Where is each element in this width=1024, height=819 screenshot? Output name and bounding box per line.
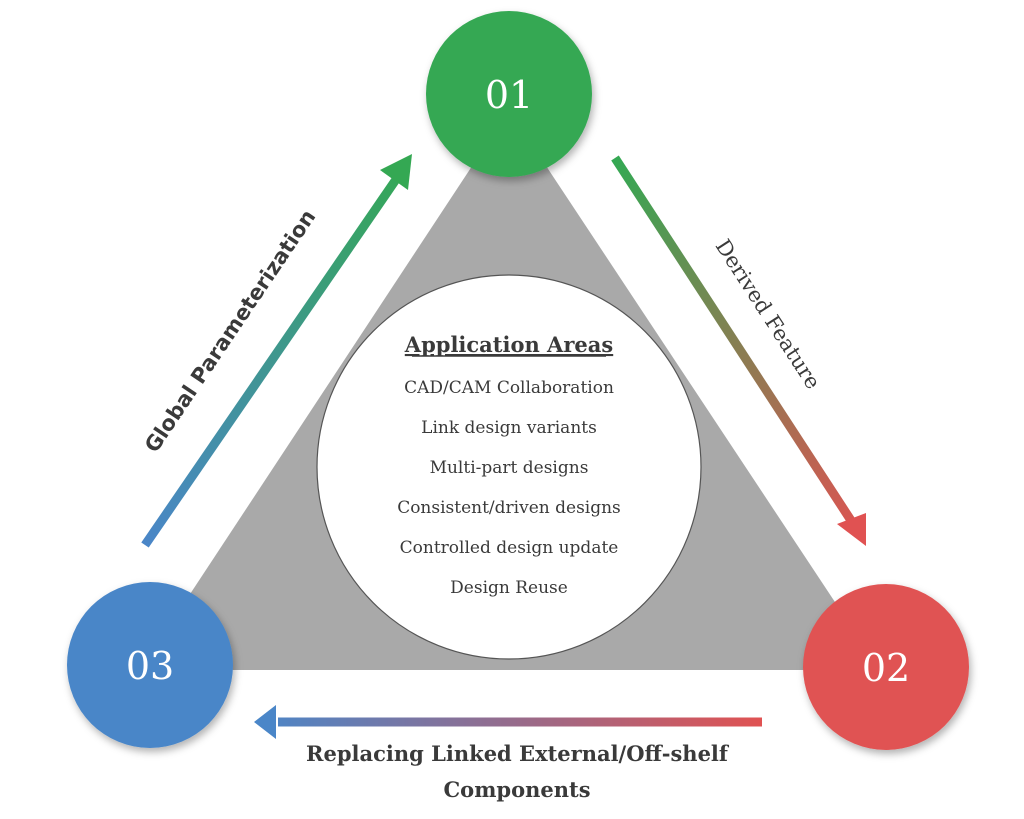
application-areas-title: Application Areas: [404, 332, 613, 357]
node-03-label: 03: [126, 644, 174, 688]
list-item: Consistent/driven designs: [397, 498, 621, 518]
list-item: Multi-part designs: [430, 458, 589, 478]
arrowhead-icon: [254, 705, 276, 739]
application-areas-circle: [316, 274, 702, 660]
list-item: Controlled design update: [400, 538, 619, 558]
list-item: Design Reuse: [450, 578, 568, 598]
node-03: 03: [67, 582, 233, 748]
list-item: CAD/CAM Collaboration: [404, 378, 614, 398]
node-01-label: 01: [485, 73, 533, 117]
node-02-label: 02: [862, 646, 910, 690]
arrow-global-parameterization: [141, 154, 412, 548]
arrowhead-icon: [837, 513, 866, 546]
arrow-replacing-components: [254, 705, 762, 739]
application-areas-list: CAD/CAM Collaboration Link design varian…: [397, 378, 621, 598]
arrow-derived-feature: [611, 155, 866, 546]
arrow-label-replacing-line2: Components: [443, 777, 590, 802]
node-02: 02: [803, 584, 969, 750]
list-item: Link design variants: [421, 418, 597, 438]
arrow-label-replacing-line1: Replacing Linked External/Off-shelf: [306, 741, 730, 766]
arrowhead-icon: [380, 154, 412, 190]
arrow-label-derived-feature: Derived Feature: [711, 235, 825, 393]
node-01: 01: [426, 11, 592, 177]
